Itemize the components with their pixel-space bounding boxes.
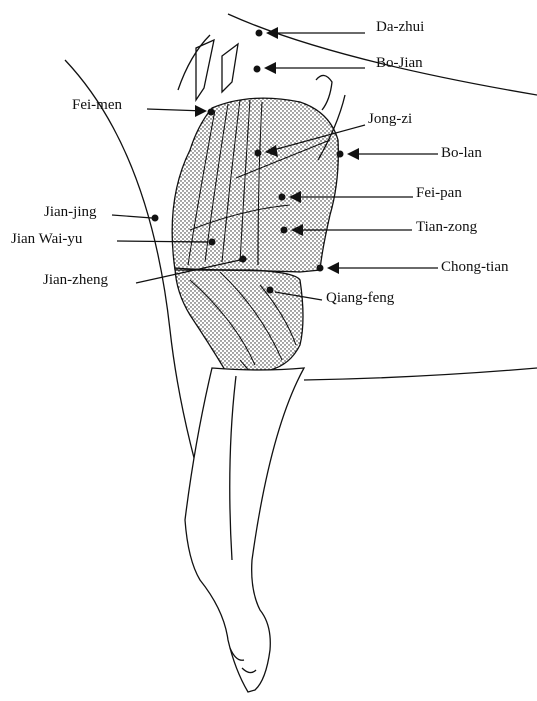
- acupoint-dot: [255, 150, 262, 157]
- acupoint-dot: [317, 265, 324, 272]
- label-jong-zi: Jong-zi: [368, 112, 412, 127]
- foreleg: [185, 368, 304, 692]
- belly-line: [304, 368, 537, 380]
- arrowhead: [195, 105, 207, 117]
- acupoint-dot: [240, 256, 247, 263]
- label-fei-men: Fei-men: [72, 98, 122, 113]
- label-fei-pan: Fei-pan: [416, 186, 462, 201]
- label-tian-zong: Tian-zong: [416, 220, 477, 235]
- mane-stroke-3: [222, 44, 238, 92]
- acupoint-dot: [281, 227, 288, 234]
- label-da-zhui: Da-zhui: [376, 20, 424, 35]
- acupoint-dot: [209, 239, 216, 246]
- foreleg-outline: [185, 368, 304, 692]
- acupoint-dot: [267, 287, 274, 294]
- arrowhead: [347, 148, 359, 160]
- acupoint-dot: [152, 215, 159, 222]
- mane-stroke-4: [316, 75, 332, 110]
- label-jian-wai-yu: Jian Wai-yu: [11, 232, 82, 247]
- label-jian-zheng: Jian-zheng: [43, 273, 108, 288]
- leader-line: [112, 215, 152, 218]
- label-bo-jian: Bo-Jian: [376, 56, 423, 71]
- scapula-region: [172, 98, 338, 272]
- acupoint-dot: [256, 30, 263, 37]
- arrowhead: [327, 262, 339, 274]
- arrowhead: [264, 62, 276, 74]
- acupoint-dot: [208, 109, 215, 116]
- label-bo-lan: Bo-lan: [441, 146, 482, 161]
- label-chong-tian: Chong-tian: [441, 260, 509, 275]
- label-jian-jing: Jian-jing: [44, 205, 97, 220]
- acupoint-dot: [254, 66, 261, 73]
- label-qiang-feng: Qiang-feng: [326, 291, 394, 306]
- acupoint-dot: [337, 151, 344, 158]
- arrowhead: [266, 27, 278, 39]
- acupoint-dot: [279, 194, 286, 201]
